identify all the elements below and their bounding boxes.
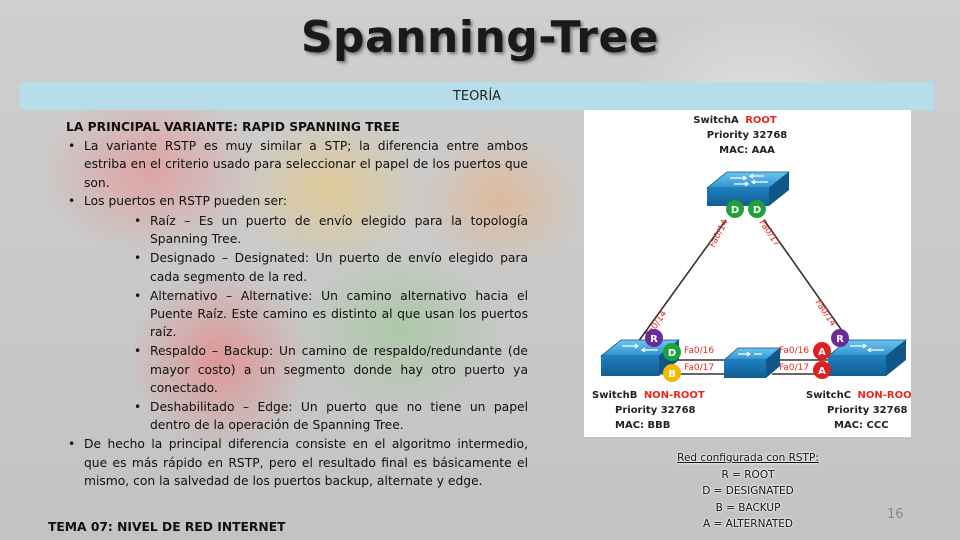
legend-line: A = ALTERNATED [703,518,793,530]
content-heading: LA PRINCIPAL VARIANTE: RAPID SPANNING TR… [66,120,400,134]
legend-line: B = BACKUP [715,501,781,514]
sub-bullet-item: Designado – Designated: Un puerto de env… [84,249,528,285]
port-label-a-left: Fa0/14 [708,218,731,249]
port-label-c-fa17: Fa0/17 [779,363,809,373]
switch-a-role: ROOT [745,115,777,126]
slide-title: Spanning-Tree [300,12,660,63]
sub-bullet-item: Deshabilitado – Edge: Un puerto que no t… [84,398,528,434]
switch-a-port-badge-right [748,200,766,218]
port-label-b-fa16: Fa0/16 [684,346,714,356]
switch-b-designated-badge [663,343,681,361]
sub-bullet-item: Respaldo – Backup: Un camino de respaldo… [84,342,528,397]
switch-b-root-port-badge [645,329,663,347]
switch-b-name: SwitchB [592,390,637,401]
switch-b-backup-badge [663,364,681,382]
switch-a-priority: Priority 32768 [707,130,788,141]
switch-a-badge-right-label: D [753,205,761,216]
sub-bullet-list: Raíz – Es un puerto de envío elegido par… [84,212,528,434]
content-text: LA PRINCIPAL VARIANTE: RAPID SPANNING TR… [66,118,528,490]
switch-c-alternate-label-1: A [818,347,826,358]
switch-b-root-port-label: R [650,334,658,345]
switch-c-role: NON-ROOT [858,390,911,401]
svg-text:SwitchC NON-ROOT: SwitchC NON-ROOT [806,390,911,401]
link-a-b [637,219,727,343]
switch-a-icon [705,171,791,206]
switch-b-role: NON-ROOT [644,390,705,401]
hub-icon [722,347,782,378]
svg-text:SwitchA ROOT: SwitchA ROOT [693,115,777,126]
bullet-item: La variante RSTP es muy similar a STP; l… [66,137,528,192]
switch-c-mac: MAC: CCC [834,420,889,431]
switch-b-designated-label: D [668,348,676,359]
sub-bullet-item: Raíz – Es un puerto de envío elegido par… [84,212,528,248]
section-band: TEORÍA [20,82,934,110]
port-label-a-right: Fa0/17 [757,218,782,249]
footer-topic: TEMA 07: NIVEL DE RED INTERNET [48,520,286,534]
port-label-b-fa17: Fa0/17 [684,363,714,373]
sub-bullet-item: Alternativo – Alternative: Un camino alt… [84,287,528,342]
bullet-item: De hecho la principal diferencia consist… [66,435,528,490]
legend-line: D = DESIGNATED [702,485,794,497]
switch-c-root-port-badge [831,329,849,347]
stp-topology-diagram: SwitchA ROOT Priority 32768 MAC: AAA D D… [584,110,911,437]
switch-a-mac: MAC: AAA [719,145,775,156]
bullet-list: La variante RSTP es muy similar a STP; l… [66,137,528,490]
link-a-c [763,219,851,343]
switch-b-priority: Priority 32768 [615,405,696,416]
switch-a-badge-left-label: D [731,205,739,216]
switch-a-name: SwitchA [693,115,739,126]
switch-c-name: SwitchC [806,390,851,401]
port-label-c-up: Fa0/14 [813,298,838,329]
port-label-c-fa16: Fa0/16 [779,346,809,356]
switch-a-port-badge-left [726,200,744,218]
diagram-legend: Red configurada con RSTP: R = ROOT D = D… [650,450,846,533]
svg-text:SwitchB NON-ROOT: SwitchB NON-ROOT [592,390,705,401]
bullet-item: Los puertos en RSTP pueden ser: Raíz – E… [66,192,528,435]
legend-line: R = ROOT [721,468,775,481]
bullet-text: Los puertos en RSTP pueden ser: [84,193,288,208]
switch-c-alternate-label-2: A [818,366,826,377]
section-label: TEORÍA [452,89,502,104]
switch-b-backup-label: B [668,369,676,380]
switch-c-priority: Priority 32768 [827,405,908,416]
page-number: 16 [887,507,904,522]
switch-c-root-port-label: R [836,334,844,345]
switch-c-alternate-badge-1 [813,342,831,360]
switch-b-mac: MAC: BBB [615,420,670,431]
switch-c-alternate-badge-2 [813,361,831,379]
legend-title: Red configurada con RSTP: [677,452,819,464]
